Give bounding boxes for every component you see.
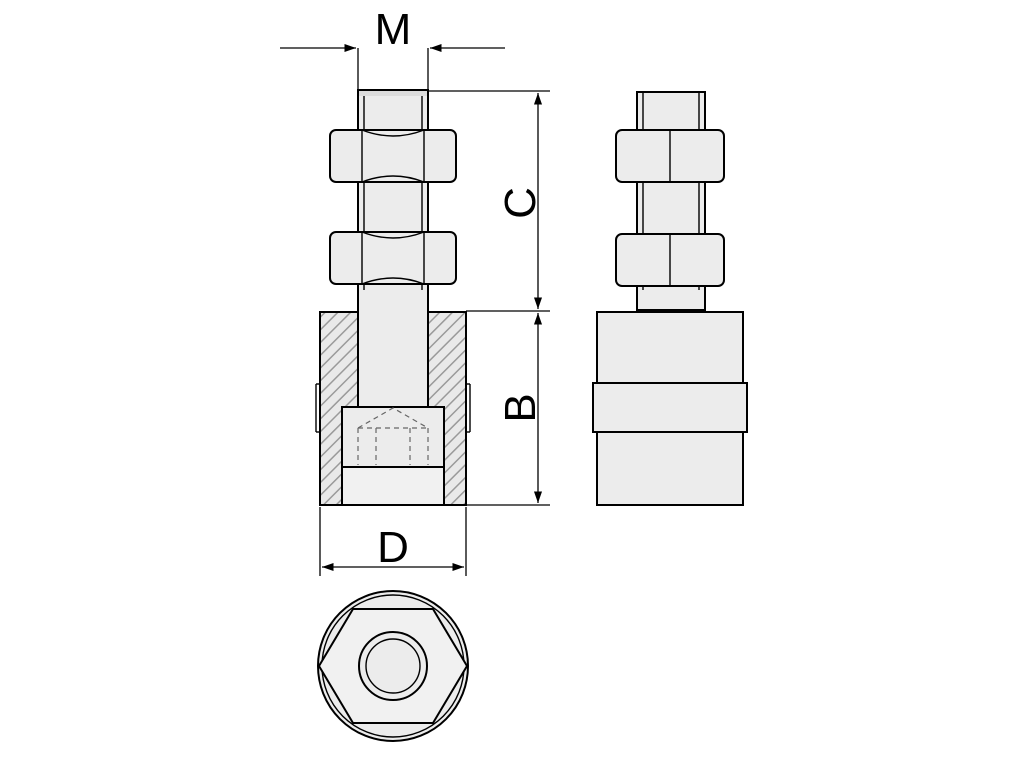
dimension-label-m: M [375,5,412,54]
lower-hex-nut [329,231,457,285]
dimension-b: B [466,313,550,506]
dimension-m: M [280,5,505,92]
upper-hex-nut [329,129,457,183]
dimension-c: C [428,90,550,312]
side-upper-hex-nut [615,129,725,183]
dimension-label-c: C [496,187,545,219]
dimension-d: D [319,507,467,576]
side-view [592,91,748,506]
dimension-label-b: B [496,393,545,422]
bottom-view [317,590,469,742]
captured-head [341,406,445,468]
side-lower-hex-nut [615,233,725,287]
side-body [592,311,748,506]
dimension-label-d: D [377,523,409,572]
section-view [315,89,471,506]
